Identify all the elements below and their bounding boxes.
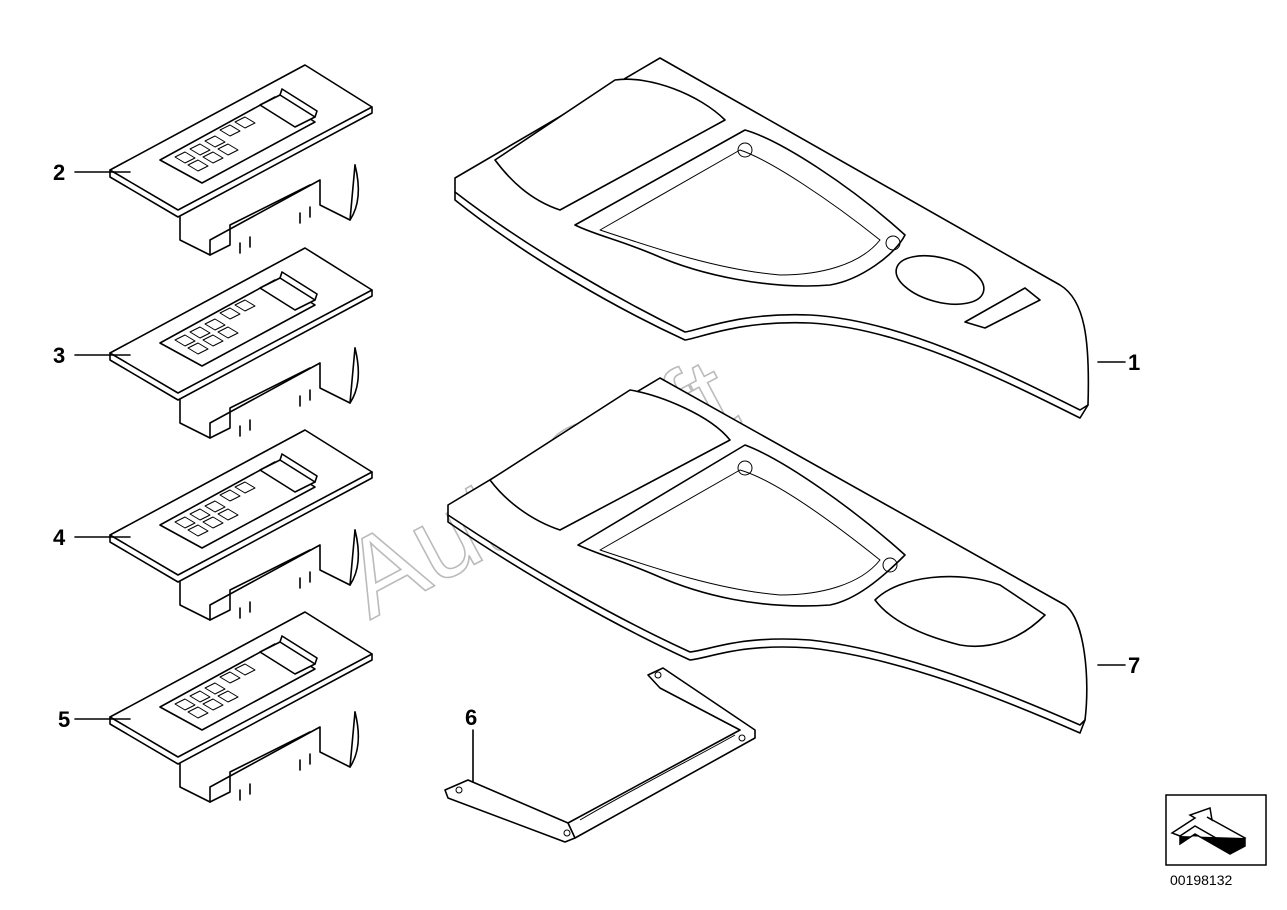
console-trim-7	[447, 377, 1088, 734]
console-trim-1	[454, 57, 1090, 419]
bracket-6	[444, 667, 756, 843]
label-6: 6	[465, 705, 477, 730]
label-4: 4	[53, 525, 66, 550]
window-switch-3	[109, 247, 373, 439]
window-switch-5	[109, 611, 373, 803]
arrow-3d-icon	[1165, 794, 1267, 866]
label-2: 2	[53, 160, 65, 185]
label-5: 5	[58, 707, 70, 732]
window-switch-2	[109, 64, 373, 256]
window-switch-4	[109, 429, 373, 621]
diagram-id: 00198132	[1170, 872, 1233, 888]
label-7: 7	[1128, 653, 1140, 678]
label-1: 1	[1128, 350, 1140, 375]
label-3: 3	[53, 343, 65, 368]
